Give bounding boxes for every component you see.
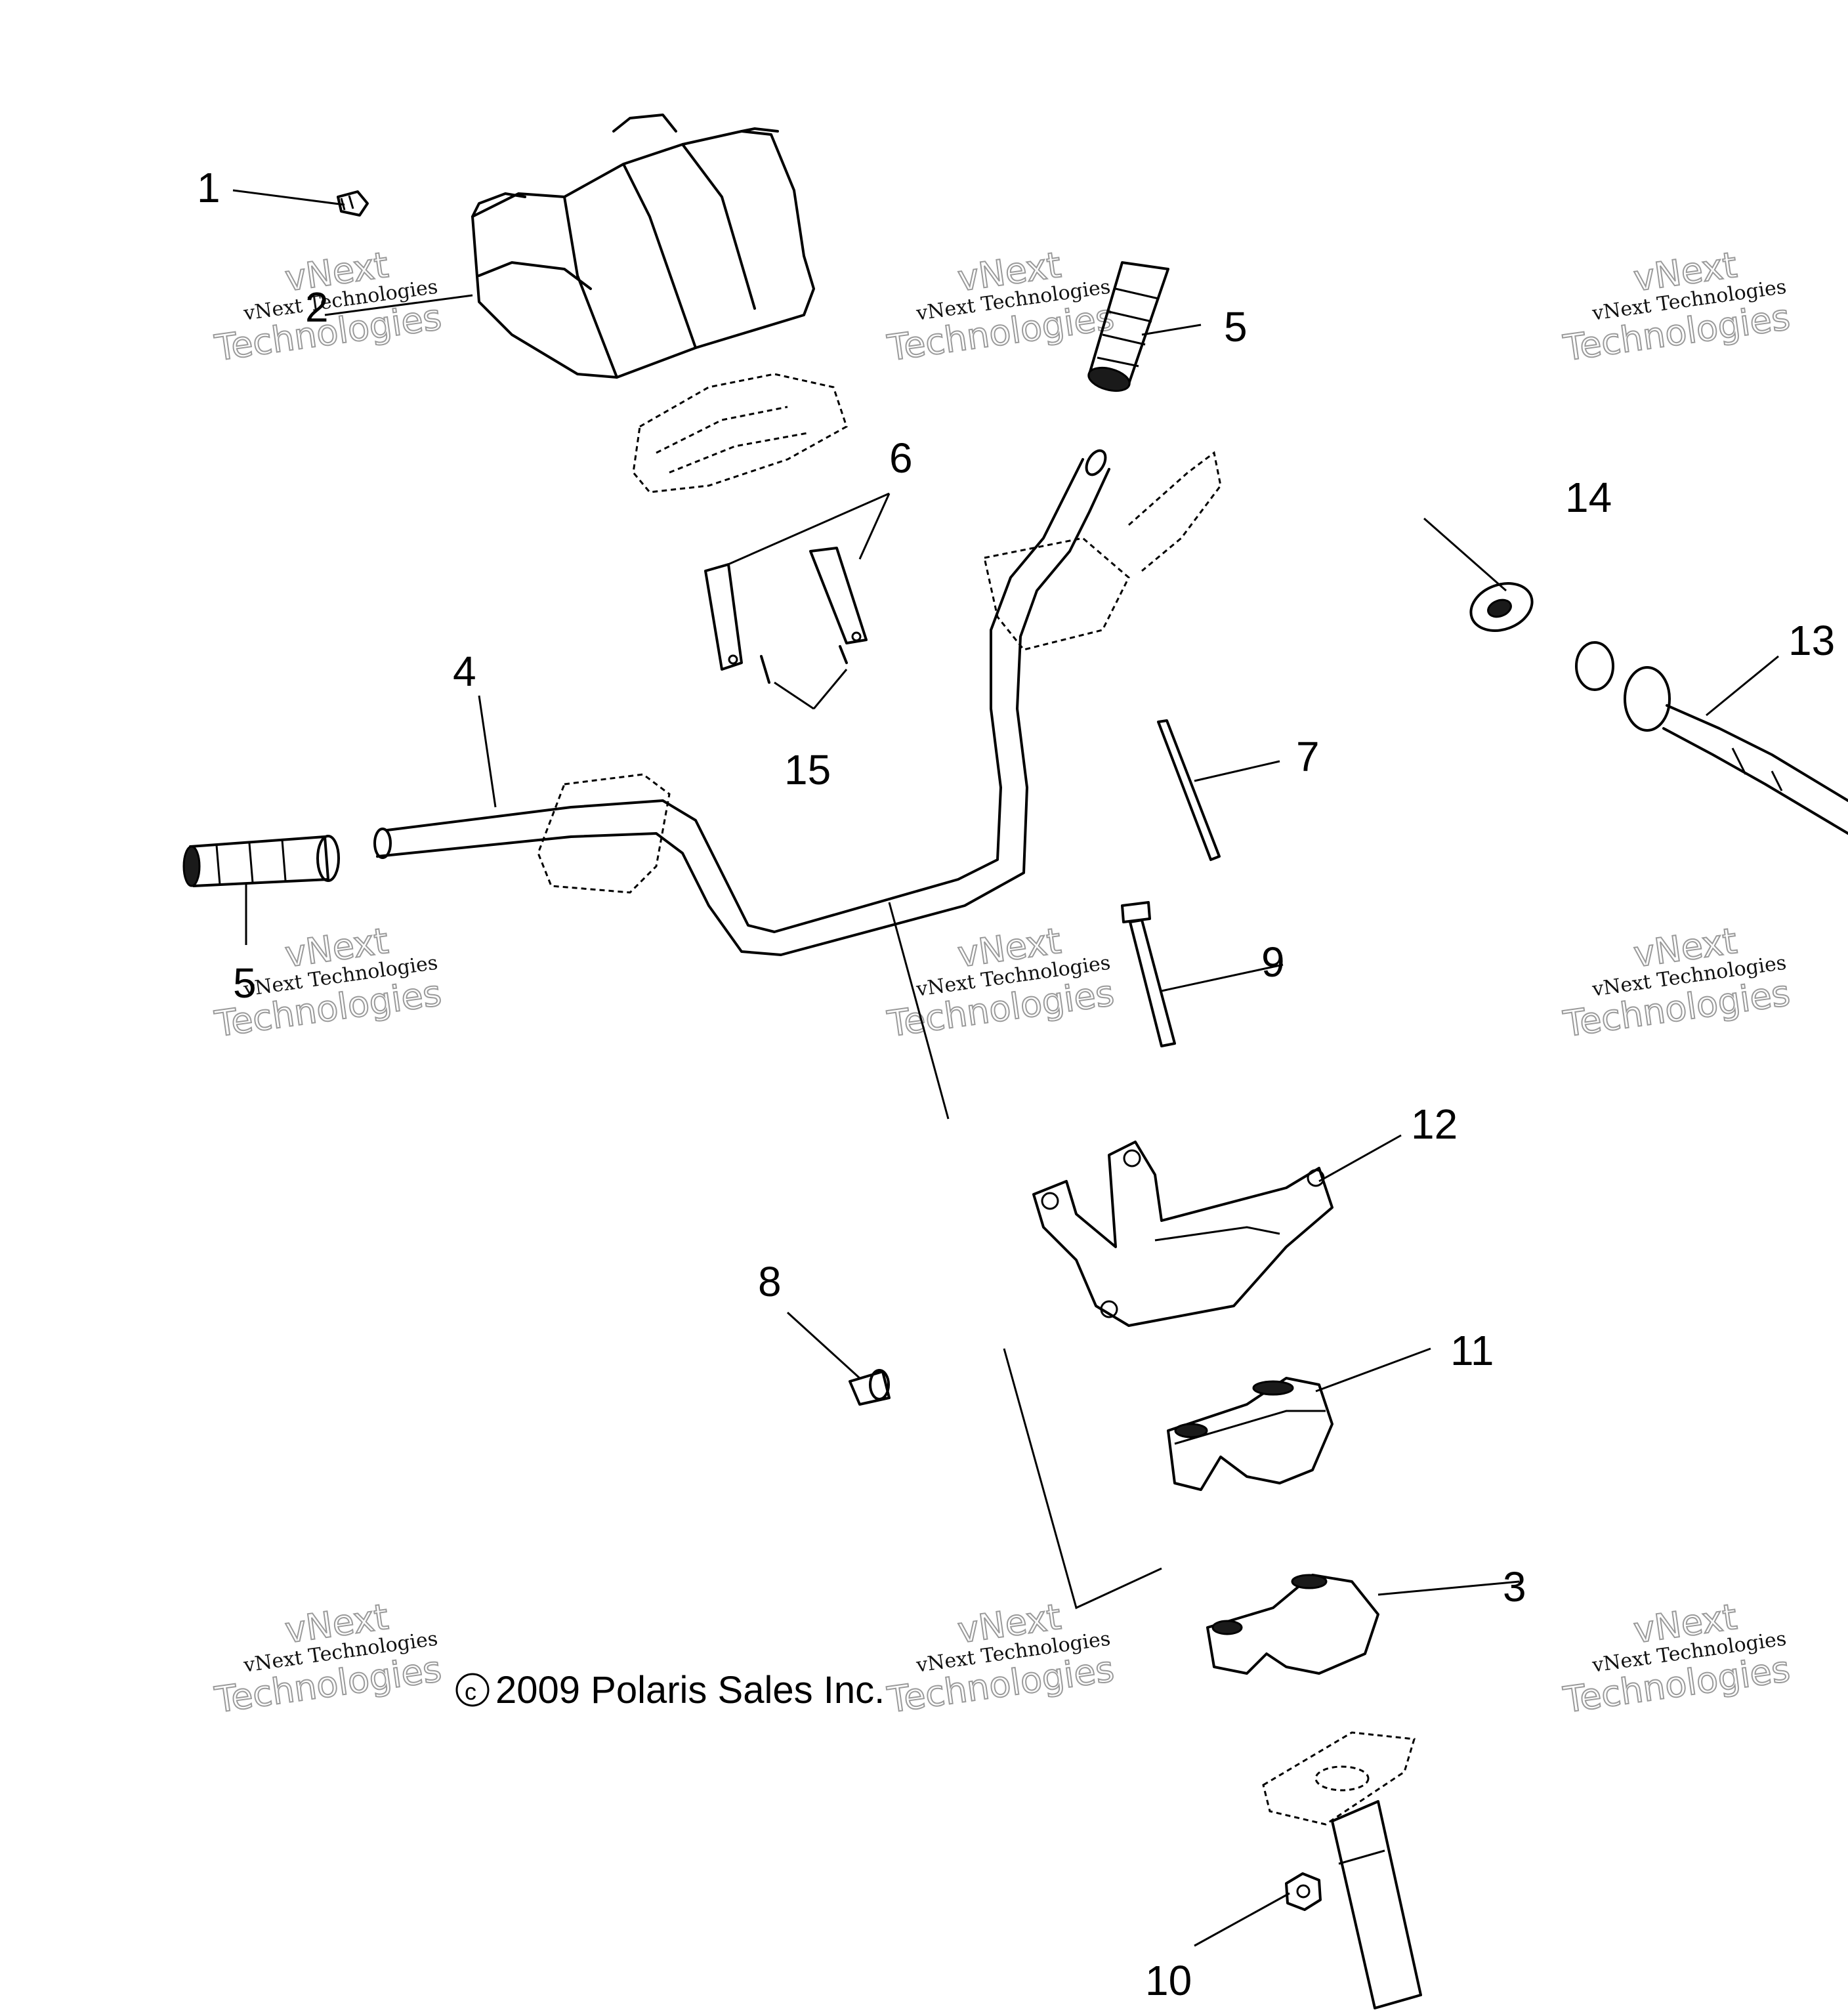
part-cable-13: [1575, 641, 1848, 835]
part-grommet-14: [1469, 582, 1534, 632]
part-handlebar-cover-2: [471, 114, 815, 379]
callout-1: 1: [197, 164, 220, 211]
callout-11: 11: [1450, 1327, 1494, 1374]
part-bolt-8: [849, 1369, 891, 1406]
watermark: vNext Technologies vNext Technologies: [211, 1595, 444, 1721]
watermark: vNext Technologies vNext Technologies: [1560, 919, 1793, 1045]
callout-2: 2: [305, 284, 329, 331]
callout-14: 14: [1565, 474, 1612, 521]
watermark: vNext Technologies vNext Technologies: [1560, 243, 1793, 369]
part-lower-clamp-3: [1206, 1574, 1379, 1675]
callout-4: 4: [453, 648, 476, 695]
part-bracket-6: [704, 547, 868, 671]
part-upper-clamp-11: [1167, 1377, 1334, 1491]
ghost-steering-post: [1262, 1731, 1422, 2009]
ghost-switch-housing: [632, 373, 848, 494]
copyright-notice: c 2009 Polaris Sales Inc.: [455, 1669, 885, 1712]
copyright-text: 2009 Polaris Sales Inc.: [495, 1669, 885, 1712]
callout-9: 9: [1261, 938, 1285, 986]
watermark: vNext Technologies vNext Technologies: [1560, 1595, 1793, 1721]
copyright-symbol: c: [465, 1678, 476, 1705]
group-lines: [888, 902, 1162, 1610]
watermark-group: vNext Technologies vNext Technologies vN…: [211, 243, 1793, 1721]
part-handlebar-4: [373, 449, 1222, 956]
watermark: vNext Technologies vNext Technologies: [884, 1595, 1117, 1721]
callout-6: 6: [889, 434, 913, 482]
callout-12: 12: [1411, 1101, 1458, 1148]
watermark: vNext Technologies vNext Technologies: [884, 919, 1117, 1045]
callout-10: 10: [1145, 1957, 1192, 2004]
callout-8: 8: [758, 1258, 782, 1305]
callout-5-right: 5: [1224, 303, 1248, 350]
callout-13: 13: [1788, 617, 1835, 664]
leader-lines: [232, 189, 1779, 1947]
callout-3: 3: [1503, 1563, 1526, 1610]
part-screw-1: [337, 190, 369, 217]
callout-15: 15: [784, 746, 831, 793]
watermark: vNext Technologies vNext Technologies: [884, 243, 1117, 369]
callout-5-left: 5: [233, 959, 257, 1007]
part-bolt-9: [1121, 901, 1176, 1047]
callout-7: 7: [1296, 733, 1320, 780]
part-mounting-bracket-12: [1032, 1141, 1334, 1327]
part-grip-5-right: [1087, 261, 1169, 392]
part-nut-10: [1285, 1872, 1322, 1911]
callout-labels: 1 2 5 6 14 13 4 15 7 5 9 12 8 11 3 10: [197, 164, 1835, 2004]
part-pin-15: [760, 645, 848, 684]
part-cable-tie-7: [1157, 719, 1221, 861]
part-grip-5-left: [182, 835, 340, 887]
